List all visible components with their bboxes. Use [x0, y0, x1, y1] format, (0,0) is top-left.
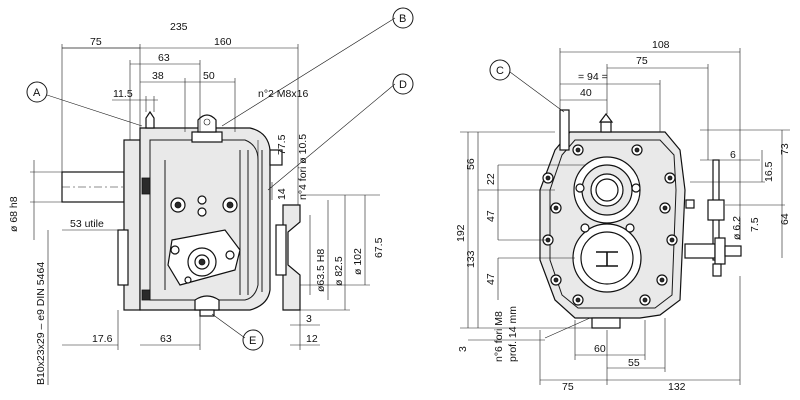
dim-75: 75	[90, 36, 102, 48]
dim-17-6: 17.6	[92, 333, 113, 345]
housing-ribs	[164, 150, 263, 295]
dim-82-5: ø 82.5	[333, 256, 345, 286]
breather-plug	[145, 110, 155, 129]
dim-16-5: 16.5	[763, 161, 775, 182]
dim-132: 132	[668, 381, 686, 393]
dim-47-lower: 47	[485, 273, 497, 285]
dim-192: 192	[455, 224, 467, 242]
svg-text:D: D	[399, 79, 407, 91]
dim-56: 56	[465, 158, 477, 170]
filler-cap	[191, 114, 223, 143]
dim-11-5: 11.5	[113, 88, 133, 100]
dim-22: 22	[485, 173, 497, 185]
right-dimension-texts: 108 75 = 94 = 40 192 56 22 47 133 47 3 n…	[455, 39, 791, 393]
dim-38: 38	[152, 70, 164, 82]
gearbox-housing	[139, 127, 271, 311]
dim-67-5: 67.5	[373, 237, 385, 258]
right-dimension-lines	[460, 48, 790, 385]
dim-6-2: ø 6.2	[731, 216, 743, 240]
note-m8x16: n°2 M8x16	[258, 88, 308, 100]
control-lever	[684, 159, 742, 277]
dim-235: 235	[170, 21, 188, 33]
dim-3: 3	[306, 313, 312, 325]
dim-12: 12	[306, 333, 318, 345]
callout-e: E	[242, 329, 264, 351]
dim-14: 14	[276, 188, 288, 200]
callout-d: D	[392, 73, 414, 95]
dim-53-usable: 53 utile	[70, 218, 104, 230]
flange-bolts	[542, 144, 678, 306]
dim-60: 60	[594, 343, 606, 355]
dim-108: 108	[652, 39, 670, 51]
svg-text:C: C	[496, 65, 504, 77]
dim-40: 40	[580, 87, 592, 99]
dim-50: 50	[203, 70, 215, 82]
note-depth: prof. 14 mm	[507, 306, 519, 362]
dim-160: 160	[214, 36, 232, 48]
callout-a: A	[26, 81, 48, 103]
note-m8-holes: n°6 fori M8	[493, 311, 505, 362]
dim-3-right: 3	[457, 346, 469, 352]
dim-102: ø 102	[352, 248, 364, 275]
dim-55: 55	[628, 357, 640, 369]
left-dimension-lines	[30, 17, 396, 385]
dim-63: 63	[158, 52, 170, 64]
left-view: 235 75 160 63 38 50 11.5 n°2 M8x16 n°4 f…	[8, 7, 414, 385]
left-dimension-texts: 235 75 160 63 38 50 11.5 n°2 M8x16 n°4 f…	[8, 21, 385, 385]
dim-75-bottom: 75	[562, 381, 574, 393]
dim-63-5-h8: ø63.5 H8	[315, 249, 327, 292]
dim-94: = 94 =	[578, 71, 608, 83]
callout-b: B	[392, 7, 414, 29]
spline-spec: B10x23x29 – e9 DIN 5464	[35, 262, 47, 385]
output-flange	[282, 204, 301, 311]
svg-text:A: A	[33, 87, 41, 99]
dim-47-upper: 47	[485, 210, 497, 222]
drain-plug	[194, 295, 220, 317]
right-view: 108 75 = 94 = 40 192 56 22 47 133 47 3 n…	[455, 39, 791, 393]
dim-6: 6	[730, 149, 736, 161]
dim-75-top: 75	[636, 55, 648, 67]
dim-63-bottom: 63	[160, 333, 172, 345]
svg-text:E: E	[249, 335, 256, 347]
dim-68-h8: ø 68 h8	[8, 196, 20, 232]
svg-text:B: B	[399, 13, 406, 25]
dim-73: 73	[779, 143, 791, 155]
dim-133: 133	[465, 250, 477, 268]
note-holes-10-5: n°4 fori ø 10.5	[297, 134, 309, 200]
dim-7-5: 7.5	[749, 217, 761, 232]
dim-77-5: 77.5	[276, 134, 288, 155]
dim-64: 64	[779, 213, 791, 225]
callout-c: C	[489, 59, 511, 81]
